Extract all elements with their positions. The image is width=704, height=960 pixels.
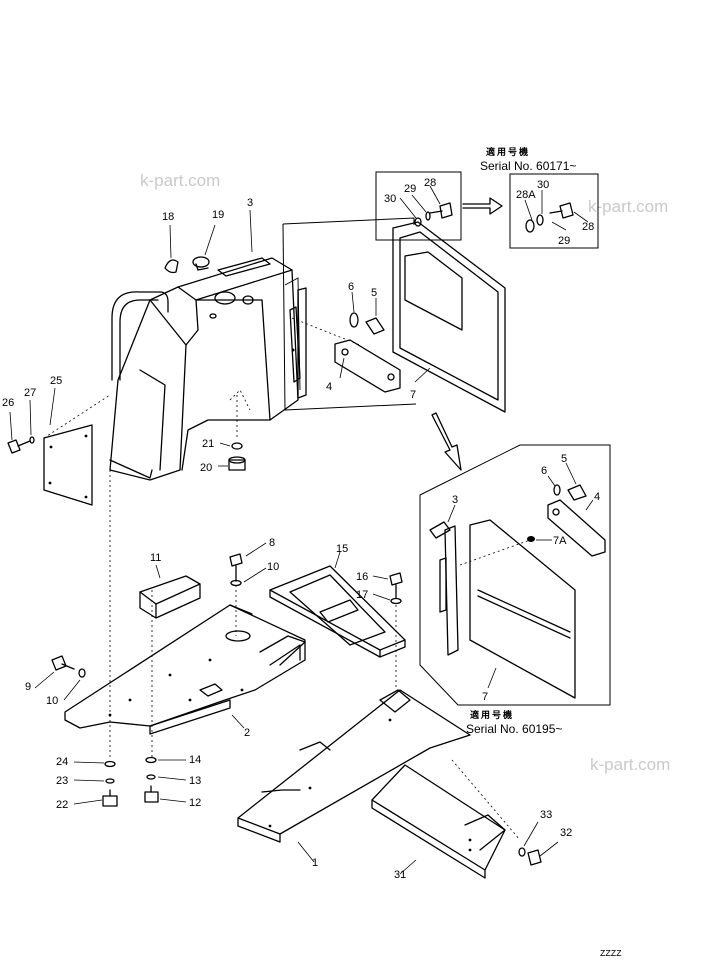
- variant-box-b: [509, 173, 599, 249]
- callout-25: 25: [50, 375, 62, 387]
- cap-part-18: [164, 224, 179, 274]
- callout-12: 12: [189, 797, 201, 809]
- cover-assembly-part-3: [109, 257, 301, 481]
- grommet-part-19: [192, 224, 216, 271]
- callout-18: 18: [162, 211, 174, 223]
- side-panel-group: [282, 217, 506, 413]
- callout-13: 13: [189, 775, 201, 787]
- callout-10-left: 10: [46, 695, 58, 707]
- callout-24: 24: [56, 756, 68, 768]
- callout-1: 1: [312, 857, 318, 869]
- callout-28a: 28A: [516, 189, 536, 201]
- callout-26: 26: [2, 397, 14, 409]
- watermark: k-part.com: [588, 197, 668, 216]
- callout-16: 16: [356, 571, 368, 583]
- callout-14: 14: [189, 754, 201, 766]
- variant-arrow: [431, 412, 462, 471]
- callout-22: 22: [56, 799, 68, 811]
- watermark: k-part.com: [590, 755, 670, 774]
- rail-part-1: [237, 689, 521, 863]
- callout-9: 9: [25, 681, 31, 693]
- bolt-part-32: [518, 821, 559, 866]
- callout-10: 10: [267, 561, 279, 573]
- plate-part-25: [43, 387, 111, 506]
- callout-29: 29: [404, 183, 416, 195]
- callout-15: 15: [336, 543, 348, 555]
- callout-30: 30: [384, 193, 396, 205]
- drawing-code: ZZZZ: [600, 949, 622, 959]
- callout-5-variant: 5: [561, 453, 567, 465]
- callout-33: 33: [540, 809, 552, 821]
- callout-2: 2: [244, 727, 250, 739]
- serial-note-jp: 適用号機: [486, 146, 530, 158]
- callout-17: 17: [356, 589, 368, 601]
- callout-29-variant: 29: [558, 235, 570, 247]
- plate-part-31: [371, 764, 506, 879]
- callout-23: 23: [56, 775, 68, 787]
- plate-part-15: [269, 551, 406, 658]
- callout-31: 31: [394, 869, 406, 881]
- callout-19: 19: [212, 209, 224, 221]
- callout-21: 21: [202, 438, 214, 450]
- callout-28-variant: 28: [582, 221, 594, 233]
- callout-3-variant: 3: [452, 494, 458, 506]
- bolt-part-8: [229, 542, 267, 587]
- base-frame-part-2: [64, 470, 306, 760]
- callout-6: 6: [348, 281, 354, 293]
- callout-28: 28: [424, 177, 436, 189]
- channel-part-11: [139, 564, 201, 619]
- callout-5: 5: [371, 287, 377, 299]
- callout-8: 8: [269, 537, 275, 549]
- callout-6-variant: 6: [541, 465, 547, 477]
- mount-stack-right: [144, 756, 187, 803]
- mount-part-20: [218, 395, 246, 471]
- bolt-part-16: [372, 572, 403, 690]
- variant-box-c: [419, 444, 611, 706]
- callout-20: 20: [200, 462, 212, 474]
- callout-4: 4: [326, 381, 332, 393]
- bolt-part-9: [34, 655, 86, 701]
- serial-note: Serial No. 60195~: [466, 722, 562, 736]
- mount-stack-left: [73, 760, 118, 807]
- callout-7a: 7A: [553, 535, 567, 547]
- callout-11: 11: [150, 552, 161, 564]
- callout-30-variant: 30: [537, 179, 549, 191]
- serial-note-jp: 適用号機: [470, 709, 514, 721]
- callout-32: 32: [560, 827, 572, 839]
- callout-7-variant: 7: [482, 691, 488, 703]
- watermark: k-part.com: [140, 171, 220, 190]
- callout-3: 3: [247, 197, 253, 209]
- callout-4-variant: 4: [594, 491, 600, 503]
- callout-7: 7: [410, 389, 416, 401]
- bolt-part-26: [7, 399, 35, 454]
- variant-box-a: [375, 171, 503, 241]
- callout-27: 27: [24, 387, 36, 399]
- serial-note: Serial No. 60171~: [480, 159, 576, 173]
